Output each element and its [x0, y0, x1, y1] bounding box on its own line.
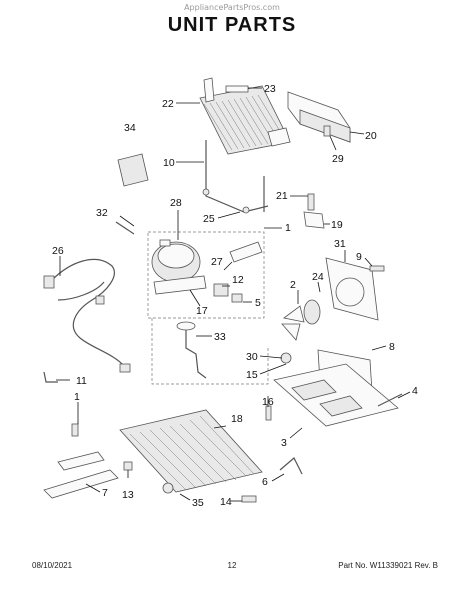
watermark-text: AppliancePartsPros.com [184, 3, 280, 12]
callout-35: 35 [192, 497, 204, 509]
drain-tube-part-33 [176, 321, 207, 379]
connector-part-32 [115, 221, 135, 235]
screw-part-9 [369, 265, 385, 272]
callout-32: 32 [96, 207, 108, 219]
drain-tube-parts [202, 140, 269, 214]
footer-part-number: Part No. W11339021 Rev. B [338, 561, 438, 570]
callout-11: 11 [76, 375, 87, 387]
callout-5: 5 [255, 297, 261, 309]
callout-21: 21 [276, 190, 288, 202]
callout-34: 34 [124, 122, 136, 134]
callout-12: 12 [232, 274, 244, 286]
callout-7: 7 [102, 487, 108, 499]
diagram-title: UNIT PARTS [167, 14, 297, 36]
callout-numbers: 23 22 20 34 29 10 21 28 25 32 19 1 31 9 … [52, 83, 418, 509]
callout-1: 1 [285, 222, 291, 234]
callout-20: 20 [365, 130, 377, 142]
callout-17: 17 [196, 305, 208, 317]
callout-15: 15 [246, 369, 258, 381]
part-1-lower [71, 423, 79, 437]
callout-leader-lines [56, 87, 411, 502]
callout-9: 9 [356, 251, 362, 263]
callout-14: 14 [220, 496, 232, 508]
part-35 [162, 482, 174, 494]
callout-18: 18 [231, 413, 243, 425]
callout-4: 4 [412, 385, 418, 397]
sensor-part-6 [279, 457, 303, 475]
callout-24: 24 [312, 271, 324, 283]
callout-6: 6 [262, 476, 268, 488]
grommet-part-30 [280, 352, 292, 364]
screw-part-29 [323, 125, 331, 137]
callout-30: 30 [246, 351, 258, 363]
condenser-coil-part [199, 77, 291, 155]
part-13 [123, 461, 133, 471]
sensor-part-11 [43, 371, 58, 383]
callout-19: 19 [331, 219, 343, 231]
callout-28: 28 [170, 197, 182, 209]
callout-13: 13 [122, 489, 134, 501]
callout-22: 22 [162, 98, 174, 110]
wire-harness-part [43, 258, 131, 373]
base-plate-part [273, 363, 399, 427]
footer-page-number: 12 [227, 561, 237, 570]
callout-26: 26 [52, 245, 64, 257]
callout-2: 2 [290, 279, 296, 291]
callout-23: 23 [264, 83, 276, 95]
part-14 [241, 495, 257, 503]
callout-25: 25 [203, 213, 215, 225]
callout-10: 10 [163, 157, 175, 169]
screw-part-4 [377, 393, 403, 407]
callout-29: 29 [332, 153, 344, 165]
compressor-electrical-parts [213, 241, 263, 303]
callout-8: 8 [389, 341, 395, 353]
air-duct-part [287, 91, 351, 143]
callout-1-lower: 1 [74, 391, 80, 403]
heater-bracket [57, 451, 105, 471]
clip-part-23 [225, 85, 249, 93]
compressor-part [151, 239, 207, 295]
callout-3: 3 [281, 437, 287, 449]
callout-31: 31 [334, 238, 346, 250]
clip-part-16 [265, 405, 272, 421]
callout-16: 16 [262, 396, 274, 408]
callout-27: 27 [211, 256, 223, 268]
compressor-assembly-boundary [147, 231, 265, 319]
fan-assembly-parts [281, 257, 379, 341]
heater-part-7 [43, 469, 119, 499]
pad-part-34 [117, 153, 149, 187]
valve-parts-21-19 [303, 193, 325, 229]
callout-33: 33 [214, 331, 226, 343]
footer-date: 08/10/2021 [32, 561, 73, 570]
evaporator-coil-part [119, 409, 263, 493]
